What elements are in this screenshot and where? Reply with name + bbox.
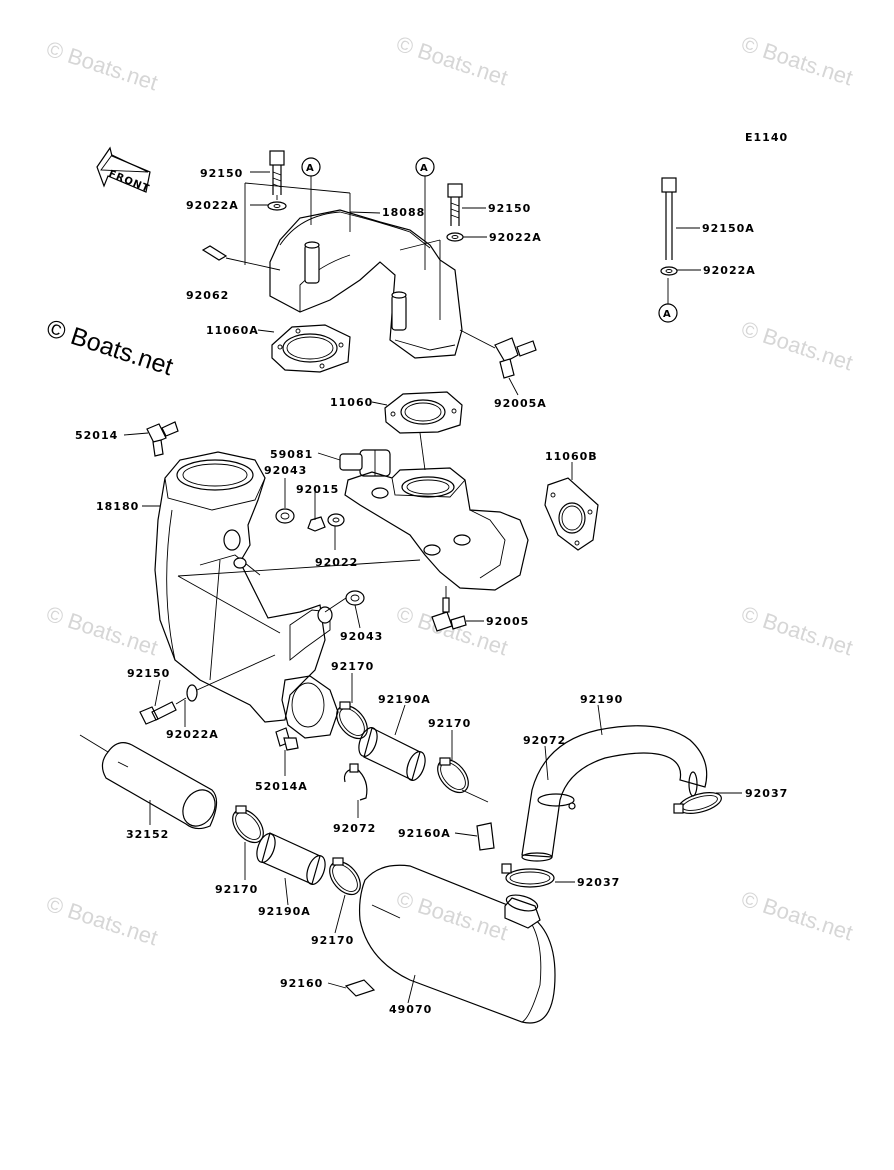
bushing-92043-icon <box>324 590 365 613</box>
clamp-92072-icon <box>343 763 368 801</box>
label-92190A: 92190A <box>258 905 311 918</box>
watermark-dark: © Boats.net <box>43 314 176 381</box>
sensor-59081-icon <box>339 449 391 477</box>
label-92170: 92170 <box>311 934 354 947</box>
svg-text:A: A <box>306 163 314 174</box>
hose-92190A-icon <box>358 727 426 781</box>
part-labels: 92150 92022A 92062 18088 92150 92022A 92… <box>75 167 788 1016</box>
label-92160-icon <box>344 979 376 997</box>
watermark: © Boats.net <box>738 601 855 660</box>
watermark: © Boats.net <box>393 886 510 945</box>
label-52014A: 52014A <box>255 780 308 793</box>
elbow-52014A-icon <box>275 727 299 751</box>
label-92005: 92005 <box>486 615 529 628</box>
label-18180: 18180 <box>96 500 139 513</box>
label-92160A-icon <box>476 822 495 851</box>
label-92037: 92037 <box>745 787 788 800</box>
label-92015: 92015 <box>296 483 339 496</box>
leader-lines <box>123 171 742 1004</box>
clamp-92170-icon <box>336 701 368 740</box>
label-92150: 92150 <box>127 667 170 680</box>
gasket-11060A-icon <box>271 324 351 373</box>
label-92022A: 92022A <box>703 264 756 277</box>
label-92190: 92190 <box>580 693 623 706</box>
label-92150A: 92150A <box>702 222 755 235</box>
label-92037: 92037 <box>577 876 620 889</box>
clamp-92170-icon <box>329 857 361 896</box>
label-92170: 92170 <box>428 717 471 730</box>
fitting-92005A-icon <box>459 329 537 396</box>
label-11060A: 11060A <box>206 324 259 337</box>
pipe-32152-icon <box>79 734 218 830</box>
watermark: © Boats.net <box>43 891 160 950</box>
label-32152: 32152 <box>126 828 169 841</box>
svg-text:A: A <box>663 309 671 320</box>
watermark: © Boats.net <box>738 31 855 90</box>
bolt-92150-icon <box>267 150 287 211</box>
clamp-92037-icon <box>501 863 555 888</box>
reference-marker-a: A <box>415 157 435 270</box>
watermark: © Boats.net <box>43 36 160 95</box>
label-92170: 92170 <box>215 883 258 896</box>
label-92150: 92150 <box>200 167 243 180</box>
label-92072: 92072 <box>333 822 376 835</box>
svg-text:A: A <box>420 163 428 174</box>
label-92150: 92150 <box>488 202 531 215</box>
label-59081: 59081 <box>270 448 313 461</box>
reference-marker-a: A <box>301 157 321 225</box>
label-18088: 18088 <box>382 206 425 219</box>
label-52014: 52014 <box>75 429 118 442</box>
label-92005A: 92005A <box>494 397 547 410</box>
label-92022A: 92022A <box>489 231 542 244</box>
hose-92190-icon <box>521 725 708 862</box>
gasket-11060B-icon <box>544 462 599 551</box>
front-arrow-icon: FRONT <box>96 146 151 195</box>
diagram-id: E1140 <box>745 131 788 144</box>
label-49070: 49070 <box>389 1003 432 1016</box>
watermark: © Boats.net <box>738 886 855 945</box>
label-92043: 92043 <box>340 630 383 643</box>
watermark: © Boats.net <box>738 316 855 375</box>
label-92160A: 92160A <box>398 827 451 840</box>
nut-92015-icon <box>307 516 326 532</box>
hose-92190A-icon <box>256 832 326 885</box>
clamp-92170-icon <box>437 757 489 803</box>
label-92043: 92043 <box>264 464 307 477</box>
washer-92022-icon <box>327 513 345 527</box>
bolt-92150-icon <box>446 183 464 242</box>
front-label: FRONT <box>107 169 151 195</box>
long-bolt-92150A-icon <box>660 177 678 276</box>
fitting-92005-icon <box>431 586 467 632</box>
clamp-92170-icon <box>232 805 264 844</box>
gasket-11060-icon <box>384 391 463 434</box>
bushing-92043-icon <box>275 508 295 524</box>
elbow-52014-icon <box>146 421 179 457</box>
label-11060: 11060 <box>330 396 373 409</box>
label-92062: 92062 <box>186 289 229 302</box>
label-11060B: 11060B <box>545 450 598 463</box>
reference-marker-a: A <box>658 278 678 323</box>
label-92022A: 92022A <box>166 728 219 741</box>
label-92190A: 92190A <box>378 693 431 706</box>
stud-92062-icon <box>201 245 281 271</box>
bolt-92150-icon <box>139 654 276 725</box>
expansion-chamber-18180 <box>154 451 421 739</box>
label-92022A: 92022A <box>186 199 239 212</box>
clamp-92037-icon <box>673 792 722 814</box>
watermark: © Boats.net <box>393 601 510 660</box>
label-92160: 92160 <box>280 977 323 990</box>
exhaust-manifold-body <box>344 432 529 591</box>
watermark: © Boats.net <box>43 601 160 660</box>
watermark: © Boats.net <box>393 31 510 90</box>
muffler-49070 <box>358 864 556 1024</box>
label-92072: 92072 <box>523 734 566 747</box>
exhaust-manifold-18088 <box>244 182 463 359</box>
label-92022: 92022 <box>315 556 358 569</box>
label-92170: 92170 <box>331 660 374 673</box>
